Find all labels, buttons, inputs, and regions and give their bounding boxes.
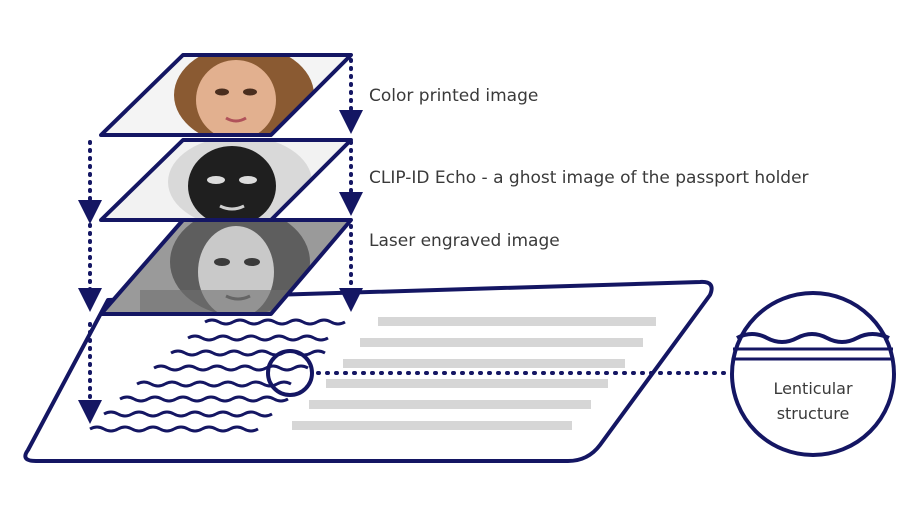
lenticular-detail: Lenticular structure [730, 291, 896, 457]
data-field-bars [292, 317, 656, 430]
clip-id-echo-layer [99, 138, 353, 222]
document-card [23, 279, 714, 463]
color-printed-layer [99, 53, 353, 137]
layer-arrows [78, 58, 363, 424]
label-laser-engraved: Laser engraved image [369, 231, 560, 251]
magnifier-circle [266, 349, 314, 397]
detail-label-line2: structure [777, 404, 850, 423]
label-clip-id-echo: CLIP-ID Echo - a ghost image of the pass… [369, 168, 809, 188]
detail-label-line1: Lenticular [773, 379, 853, 398]
label-color-printed: Color printed image [369, 86, 538, 106]
lenticular-wave-lines [89, 318, 346, 433]
